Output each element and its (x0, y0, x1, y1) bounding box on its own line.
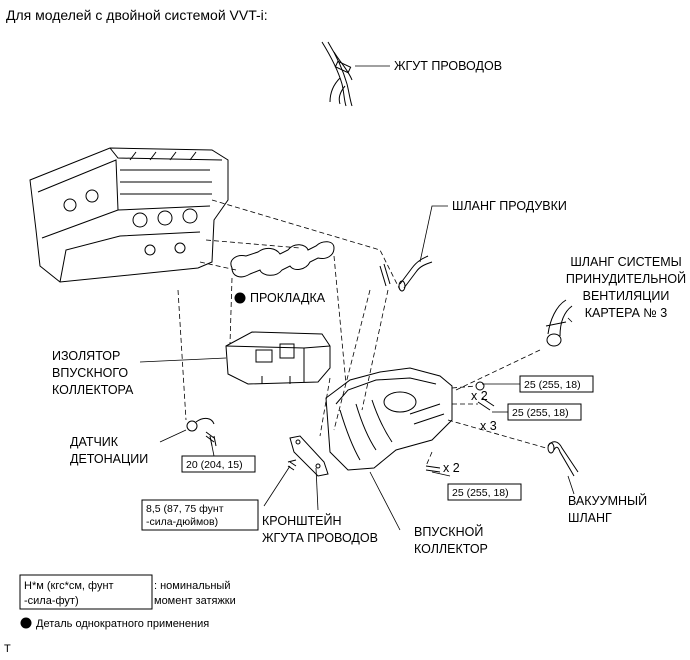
legend: Н*м (кгс*см, фунт -сила-фут) : номинальн… (19, 574, 236, 630)
torque-box-knock (181, 455, 256, 473)
torque-value-2: 25 (255, 18) (512, 407, 569, 419)
label-purge-hose: ШЛАНГ ПРОДУВКИ (452, 199, 567, 213)
label-intake-manifold-line2: КОЛЛЕКТОР (414, 542, 488, 556)
intake-manifold-drawing (325, 367, 453, 471)
bolts-drawing (209, 381, 495, 473)
label-vacuum-hose-line2: ШЛАНГ (568, 511, 612, 525)
torque-value-bracket-line2: -сила-дюймов) (146, 516, 218, 528)
quantity-bolts-2: x 3 (480, 419, 497, 433)
label-insulator-line3: КОЛЛЕКТОРА (52, 383, 134, 397)
knock-sensor-drawing (186, 417, 215, 443)
label-pcv-hose-line4: КАРТЕРА № 3 (585, 306, 668, 320)
torque-value-bracket-line1: 8,5 (87, 75 фунт (146, 503, 224, 515)
torque-value-1: 25 (255, 18) (524, 379, 581, 391)
label-insulator-line2: ВПУСКНОГО (52, 366, 128, 380)
gasket-drawing (230, 241, 335, 278)
label-gasket: ПРОКЛАДКА (250, 291, 326, 305)
insulator-drawing (225, 331, 331, 385)
vacuum-hose-drawing (547, 441, 579, 477)
label-harness-bracket-line1: КРОНШТЕЙН (262, 513, 342, 528)
single-use-mark-icon (20, 617, 32, 629)
torque-box-3 (447, 483, 522, 501)
engine-block-drawing (29, 147, 229, 283)
label-knock-sensor-line2: ДЕТОНАЦИИ (70, 452, 148, 466)
label-insulator: ИЗОЛЯТОР ВПУСКНОГО КОЛЛЕКТОРА (52, 349, 134, 397)
label-intake-manifold: ВПУСКНОЙ КОЛЛЕКТОР (414, 524, 488, 556)
pcv-hose-drawing (545, 299, 573, 347)
label-harness-bracket: КРОНШТЕЙН ЖГУТА ПРОВОДОВ (262, 513, 378, 545)
page-title: Для моделей с двойной системой VVT-i: (6, 7, 268, 23)
purge-hose-drawing (379, 255, 433, 292)
label-insulator-line1: ИЗОЛЯТОР (52, 349, 120, 363)
legend-torque-desc-line2: момент затяжки (154, 595, 236, 607)
quantity-bolts-1: x 2 (471, 389, 488, 403)
torque-box-bracket (141, 499, 259, 531)
legend-torque-unit-line1: Н*м (кгс*см, фунт (24, 580, 114, 592)
label-knock-sensor-line1: ДАТЧИК (70, 435, 119, 449)
torque-box-1 (519, 375, 594, 393)
label-knock-sensor: ДАТЧИК ДЕТОНАЦИИ (70, 435, 148, 466)
label-vacuum-hose: ВАКУУМНЫЙ ШЛАНГ (568, 493, 647, 525)
label-pcv-hose-line3: ВЕНТИЛЯЦИИ (583, 289, 670, 303)
label-intake-manifold-line1: ВПУСКНОЙ (414, 524, 483, 539)
quantity-bolts-3: x 2 (443, 461, 460, 475)
harness-bracket-drawing (287, 435, 329, 477)
corner-mark: T (4, 643, 11, 655)
label-pcv-hose-line2: ПРИНУДИТЕЛЬНОЙ (566, 271, 686, 286)
wire-harness-drawing (321, 41, 353, 107)
label-vacuum-hose-line1: ВАКУУМНЫЙ (568, 493, 647, 508)
legend-single-use: Деталь однократного применения (36, 618, 209, 630)
label-pcv-hose: ШЛАНГ СИСТЕМЫ ПРИНУДИТЕЛЬНОЙ ВЕНТИЛЯЦИИ … (566, 255, 686, 320)
single-use-mark-gasket (234, 292, 246, 304)
label-pcv-hose-line1: ШЛАНГ СИСТЕМЫ (570, 255, 681, 269)
torque-box-2 (507, 403, 582, 421)
legend-torque-unit-line2: -сила-фут) (24, 595, 79, 607)
legend-torque-box (19, 574, 153, 610)
label-harness-bracket-line2: ЖГУТА ПРОВОДОВ (262, 531, 378, 545)
legend-torque-desc-line1: : номинальный (154, 580, 230, 592)
torque-value-knock: 20 (204, 15) (186, 459, 243, 471)
torque-value-3: 25 (255, 18) (452, 487, 509, 499)
label-wire-harness: ЖГУТ ПРОВОДОВ (394, 59, 502, 73)
